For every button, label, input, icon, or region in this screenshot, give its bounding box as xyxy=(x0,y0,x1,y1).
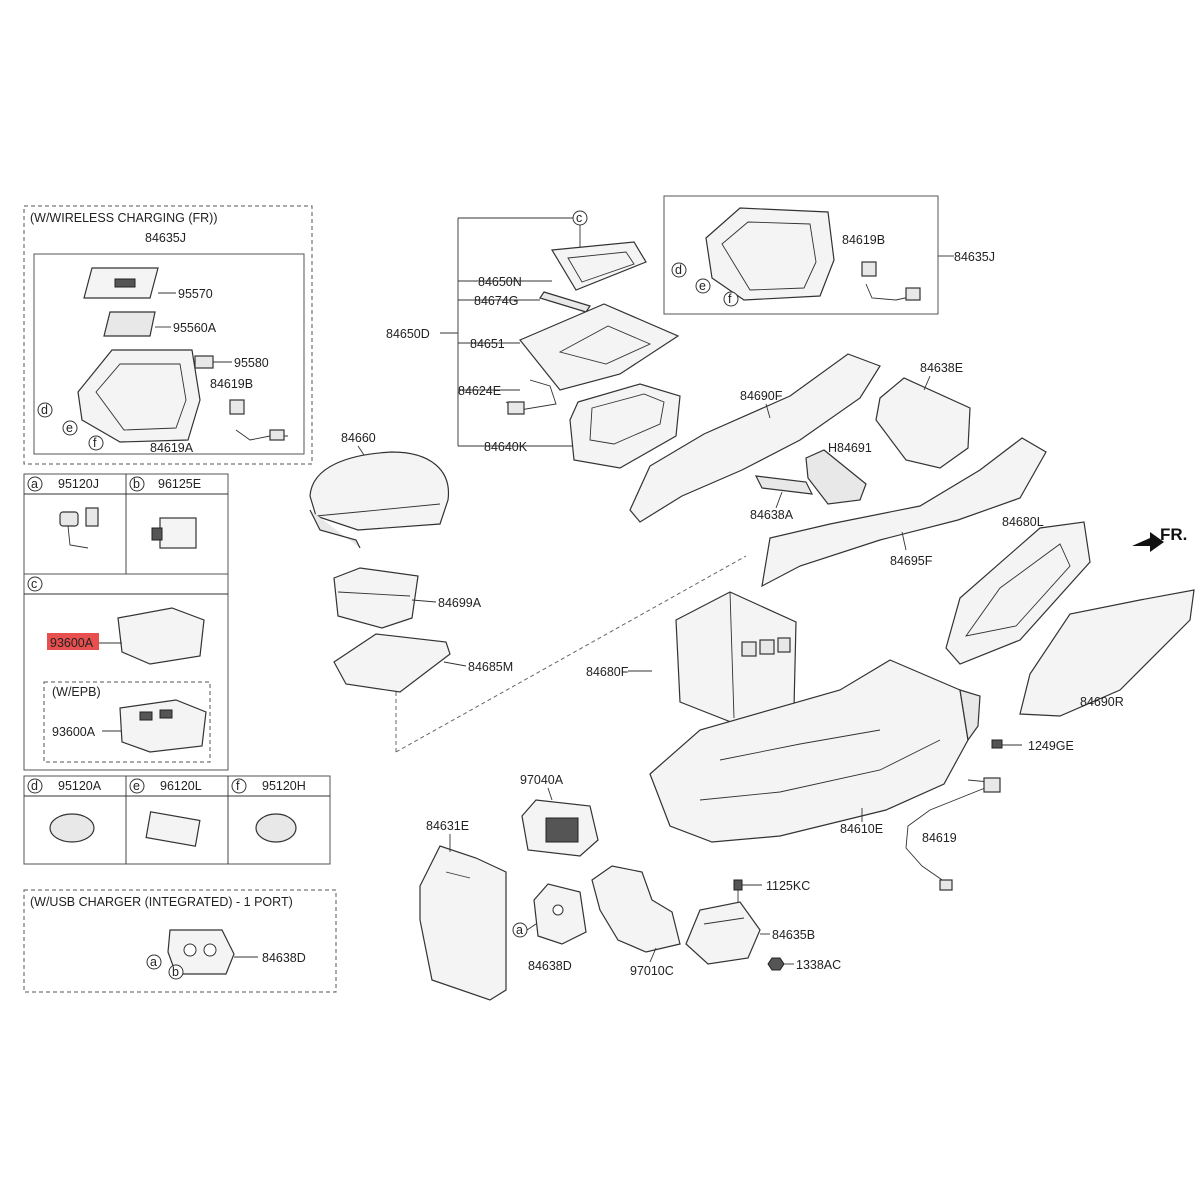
label-1125KC: 1125KC xyxy=(766,879,810,893)
bottom-ref-a: a xyxy=(516,923,523,937)
usb-charger-box: (W/USB CHARGER (INTEGRATED) - 1 PORT) 84… xyxy=(23,889,337,993)
label-84685M: 84685M xyxy=(468,660,513,674)
legend-c-ref: c xyxy=(31,577,37,591)
shifter-assembly: c 84650D 84650N 84674G 84651 84624E 8464… xyxy=(386,210,681,469)
label-84660: 84660 xyxy=(341,431,376,445)
tr-ref-e: e xyxy=(699,279,706,293)
tr-part-84619B: 84619B xyxy=(842,233,885,247)
highlighted-part-marker xyxy=(47,633,99,650)
tr-ref-d: d xyxy=(675,263,682,277)
legend-b-part: 96125E xyxy=(158,477,201,491)
wireless-box-title: (W/WIRELESS CHARGING (FR)) xyxy=(30,211,218,225)
label-84631E: 84631E xyxy=(426,819,469,833)
label-84674G: 84674G xyxy=(474,294,518,308)
panel-84690R xyxy=(1019,589,1195,717)
garnish-84690F xyxy=(629,353,881,523)
legend-e-part: 96120L xyxy=(160,779,202,793)
legend-a-part: 95120J xyxy=(58,477,99,491)
part-label-84619A: 84619A xyxy=(150,441,194,455)
legend-b-ref: b xyxy=(133,477,140,491)
console-tray-84640K xyxy=(569,383,681,469)
label-84638D: 84638D xyxy=(528,959,572,973)
legend-c-part-highlighted: 93600A xyxy=(50,636,94,650)
label-H84691: H84691 xyxy=(828,441,872,455)
label-1338AC: 1338AC xyxy=(796,958,841,972)
label-84699A: 84699A xyxy=(438,596,482,610)
main-console: 84680F 84610E 1249GE 84619 xyxy=(586,591,1074,891)
usb-part-label: 84638D xyxy=(262,951,306,965)
label-84619: 84619 xyxy=(922,831,957,845)
label-84680F: 84680F xyxy=(586,665,629,679)
ref-f-circle: f xyxy=(93,436,97,450)
label-84638E: 84638E xyxy=(920,361,963,375)
wireless-tray-part xyxy=(77,349,201,443)
legend-e-ref: e xyxy=(133,779,140,793)
label-84624E: 84624E xyxy=(458,384,501,398)
legend-f-part: 95120H xyxy=(262,779,306,793)
part-label-84619B: 84619B xyxy=(210,377,253,391)
label-84651: 84651 xyxy=(470,337,505,351)
side-panel-84695F xyxy=(761,437,1047,588)
epb-switch-part xyxy=(117,607,205,665)
label-84638A: 84638A xyxy=(750,508,794,522)
label-84690R: 84690R xyxy=(1080,695,1124,709)
wireless-assembly-label: 84635J xyxy=(145,231,186,245)
label-84690F: 84690F xyxy=(740,389,783,403)
console-body-84610E xyxy=(649,659,969,843)
side-panels: 84690F 84638E H84691 84638A 84695F 84680… xyxy=(629,353,1195,717)
shifter-bezel xyxy=(550,241,647,291)
label-97040A: 97040A xyxy=(520,773,564,787)
ref-e-circle: e xyxy=(66,421,73,435)
wireless-charging-box: (W/WIRELESS CHARGING (FR)) 84635J 95570 … xyxy=(23,205,313,465)
duct-97010C xyxy=(591,865,681,953)
storage-bin-84699A xyxy=(333,567,419,629)
front-direction-arrow: FR. xyxy=(1160,525,1187,544)
legend-grid: a 95120J b 96125E c 93600A (W/EPB) 93600… xyxy=(23,473,331,865)
armrest-group: 84660 84699A 84685M xyxy=(309,431,747,753)
console-box-84680F xyxy=(675,591,797,725)
usb-ref-a: a xyxy=(150,955,157,969)
label-84640K: 84640K xyxy=(484,440,528,454)
c-ref-circle: c xyxy=(576,211,582,225)
part-label-95570: 95570 xyxy=(178,287,213,301)
lower-parts: 97040A 84631E a 84638D 97010C 1125KC 846… xyxy=(419,773,841,1001)
panel-84680L xyxy=(945,521,1091,665)
ref-d-circle: d xyxy=(41,403,48,417)
label-97010C: 97010C xyxy=(630,964,674,978)
label-84635B: 84635B xyxy=(772,928,815,942)
mat-84685M xyxy=(333,633,451,693)
part-label-95580: 95580 xyxy=(234,356,269,370)
label-84650N: 84650N xyxy=(478,275,522,289)
usb-ref-b: b xyxy=(172,965,179,979)
armrest-lid xyxy=(309,451,450,531)
label-84610E: 84610E xyxy=(840,822,883,836)
bracket-84638E xyxy=(875,377,971,469)
part-label-95560A: 95560A xyxy=(173,321,217,335)
tr-ref-f: f xyxy=(728,292,732,306)
rear-cover-84631E xyxy=(419,845,507,1001)
tr-part-84635J: 84635J xyxy=(954,250,995,264)
label-1249GE: 1249GE xyxy=(1028,739,1074,753)
epb-box-title: (W/EPB) xyxy=(52,685,101,699)
label-84650D: 84650D xyxy=(386,327,430,341)
connector-part xyxy=(194,355,214,369)
legend-a-ref: a xyxy=(31,477,38,491)
label-84695F: 84695F xyxy=(890,554,933,568)
legend-d-part: 95120A xyxy=(58,779,102,793)
usb-box-title: (W/USB CHARGER (INTEGRATED) - 1 PORT) xyxy=(30,895,293,909)
legend-f-ref: f xyxy=(236,779,240,793)
charging-module-part xyxy=(103,311,156,337)
epb-part-label: 93600A xyxy=(52,725,96,739)
legend-d-ref: d xyxy=(31,779,38,793)
top-right-box: 84619B 84635J d e f xyxy=(663,195,995,315)
bracket-84635B xyxy=(685,901,761,965)
usb-charger-part xyxy=(167,929,235,975)
shifter-cover xyxy=(519,303,680,391)
label-84680L: 84680L xyxy=(1002,515,1044,529)
